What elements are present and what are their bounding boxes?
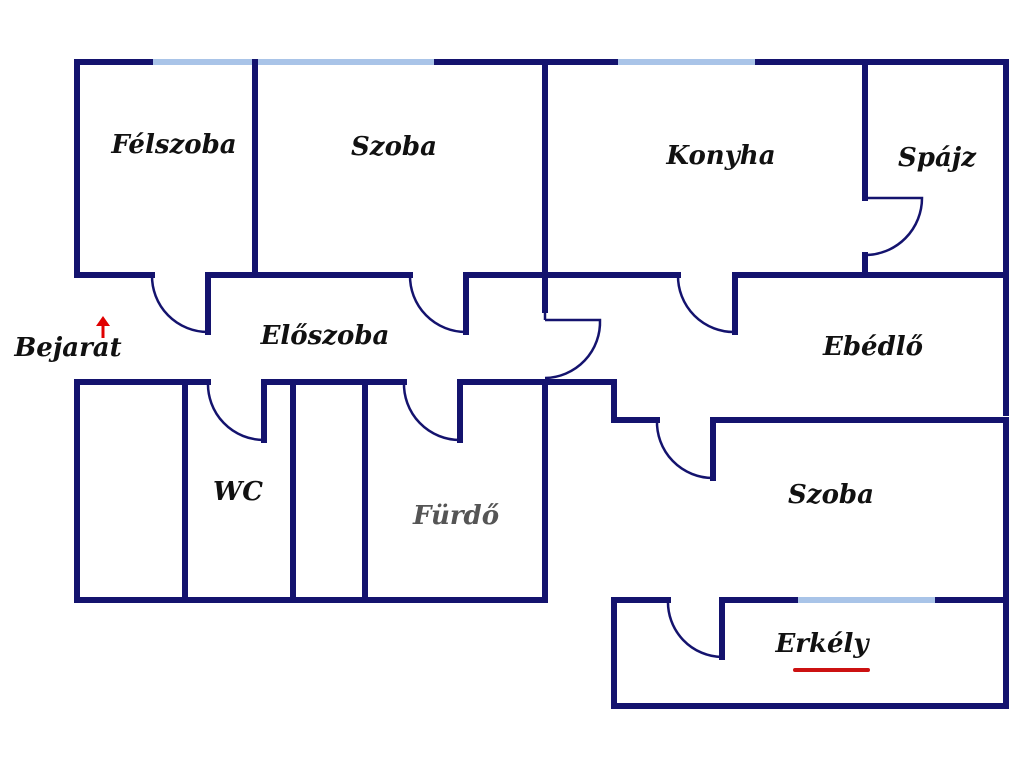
room-label-furdo: Fürdő — [412, 501, 499, 531]
up-arrow-icon — [96, 316, 110, 338]
door-swings — [150, 196, 924, 659]
room-label-eloszoba: Előszoba — [260, 321, 390, 351]
room-label-ebedlo: Ebédlő — [822, 332, 923, 362]
door-szoba-top — [408, 274, 467, 334]
room-label-felszoba: Félszoba — [110, 130, 236, 160]
door-felszoba — [150, 274, 209, 334]
room-label-erkely: Erkély — [774, 629, 870, 659]
walls — [74, 59, 1009, 709]
door-wc — [206, 381, 265, 442]
door-spajz — [864, 196, 924, 257]
windows — [150, 59, 938, 603]
room-label-wc: WC — [213, 477, 263, 507]
room-label-spajz: Spájz — [898, 143, 977, 173]
room-label-szoba-top: Szoba — [351, 132, 437, 162]
door-erkely — [666, 599, 723, 659]
entrance-label: Bejarat — [13, 333, 121, 363]
room-label-konyha: Konyha — [665, 141, 775, 171]
door-szoba-bottom — [655, 419, 714, 480]
room-label-szoba-bottom: Szoba — [788, 480, 874, 510]
door-konyha — [676, 274, 736, 334]
door-ebedlo — [543, 290, 602, 380]
door-furdo — [402, 381, 461, 442]
room-labels: Félszoba Szoba Konyha Spájz Előszoba Ebé… — [13, 130, 977, 659]
